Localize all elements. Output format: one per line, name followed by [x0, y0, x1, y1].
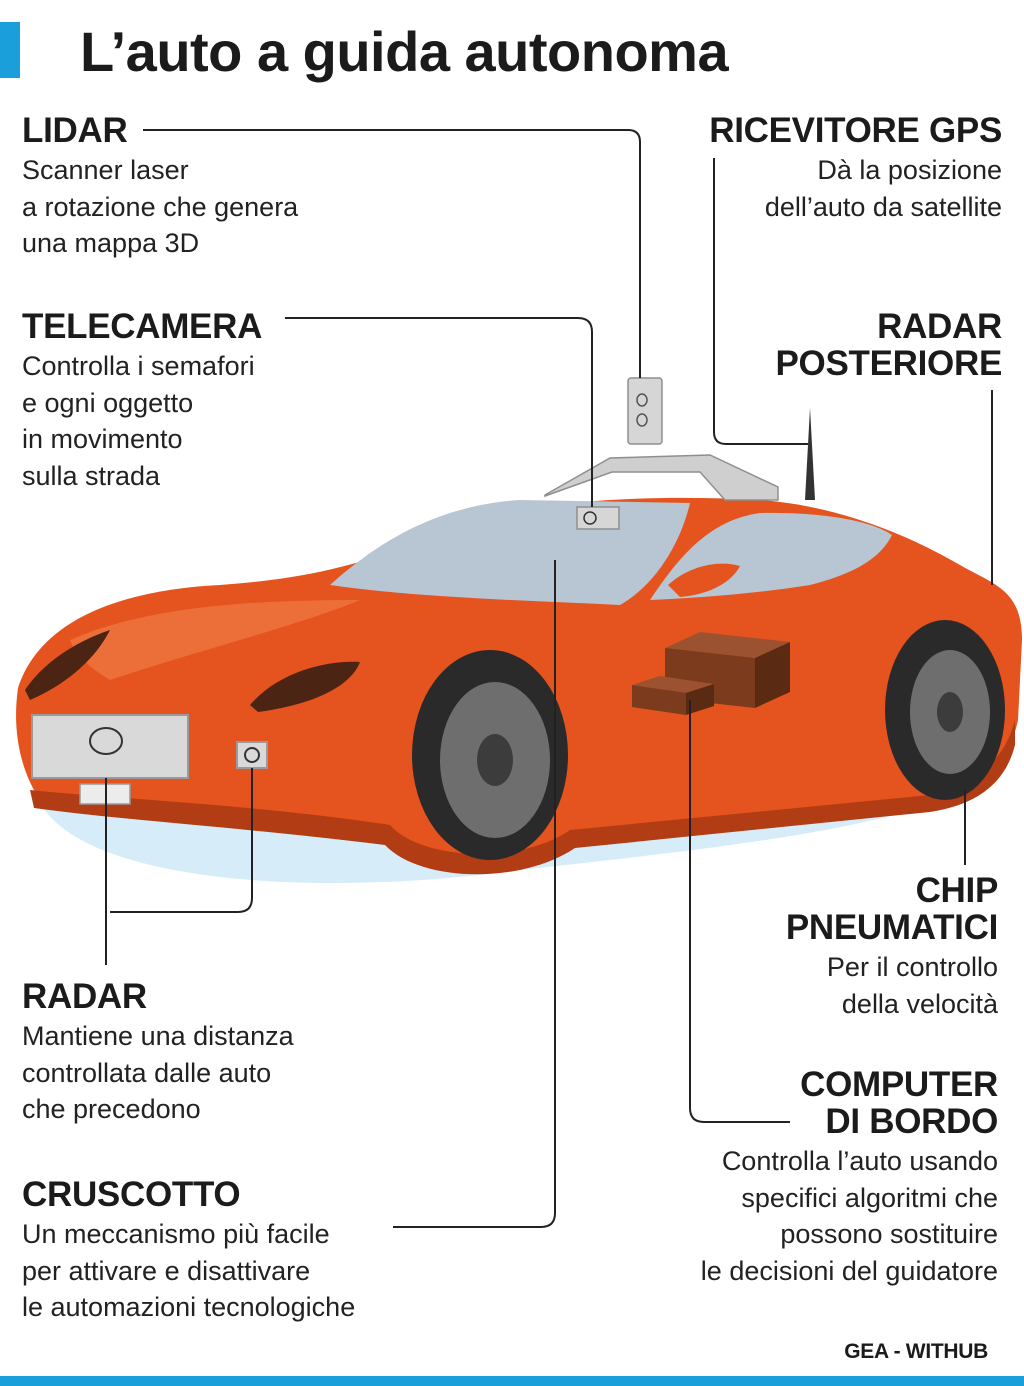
telecamera-desc-line: in movimento [22, 424, 183, 454]
radar-posteriore-heading: RADAR [877, 307, 1002, 346]
telecamera-heading: TELECAMERA [22, 307, 263, 346]
radar-desc-line: che precedono [22, 1094, 201, 1124]
computer-box-small-front [632, 685, 686, 715]
computer-box-small-side [686, 684, 714, 715]
cruscotto-desc-line: le automazioni tecnologiche [22, 1292, 356, 1322]
chip-desc-line: della velocità [841, 988, 998, 1019]
computer-desc-line: Controlla l’auto usando [721, 1146, 998, 1176]
lidar-desc-line: una mappa 3D [22, 228, 200, 258]
lidar-desc-line: Scanner laser [22, 155, 189, 185]
lidar-lens-1 [636, 393, 648, 407]
leader-lidar [143, 129, 641, 378]
telecamera-desc-line: sulla strada [22, 460, 161, 491]
headlight [250, 661, 360, 712]
cruscotto-heading: CRUSCOTTO [22, 1175, 241, 1214]
front-radar-sensor [89, 727, 123, 755]
lidar-lens-2 [636, 413, 648, 427]
side-radar-box [236, 741, 268, 769]
chip-heading: PNEUMATICI [785, 908, 998, 947]
label-computer-di-bordo: COMPUTER DI BORDO Controlla l’auto usand… [700, 1065, 999, 1289]
leader-cruscotto [393, 560, 556, 1228]
credit-text: GEA - WITHUB [844, 1340, 988, 1363]
leader-computer [689, 700, 790, 1123]
label-cruscotto: CRUSCOTTO Un meccanismo più facile per a… [22, 1176, 355, 1326]
radar-heading: RADAR [22, 977, 147, 1016]
telecamera-desc-line: Controlla i semafori [22, 351, 255, 381]
chip-desc-line: Per il controllo [826, 952, 998, 982]
telecamera-desc-line: e ogni oggetto [22, 387, 194, 418]
hood-highlight [70, 600, 360, 680]
computer-heading: COMPUTER [800, 1065, 998, 1104]
computer-desc-line: specifici algoritmi che [741, 1182, 998, 1213]
roof-rack [544, 454, 779, 501]
computer-box-small-top [632, 676, 714, 693]
lidar-desc-line: a rotazione che genera [22, 191, 299, 222]
label-gps: RICEVITORE GPS Dà la posizione dell’auto… [709, 112, 1002, 225]
leader-gps [713, 158, 808, 445]
gps-desc-line: dell’auto da satellite [764, 191, 1002, 222]
gps-desc-line: Dà la posizione [817, 155, 1002, 185]
page-title: L’auto a guida autonoma [80, 20, 729, 83]
lidar-unit [627, 377, 663, 445]
camera-lens [583, 511, 597, 525]
windshield [330, 500, 690, 605]
label-radar-posteriore: RADAR POSTERIORE [775, 307, 1003, 383]
cruscotto-desc-line: Un meccanismo più facile [22, 1219, 330, 1249]
computer-desc-line: possono sostituire [780, 1219, 998, 1249]
label-lidar: LIDAR Scanner laser a rotazione che gene… [22, 112, 298, 262]
computer-heading: DI BORDO [825, 1102, 998, 1141]
computer-desc-line: le decisioni del guidatore [700, 1255, 998, 1286]
front-wheel-hub [477, 734, 513, 786]
rear-wheel-hub [937, 692, 963, 732]
cruscotto-desc-line: per attivare e disattivare [22, 1255, 311, 1286]
label-telecamera: TELECAMERA Controlla i semafori e ogni o… [22, 308, 262, 494]
leader-telecamera [285, 317, 593, 507]
label-chip-pneumatici: CHIP PNEUMATICI Per il controllo della v… [786, 872, 998, 1022]
side-mirror [668, 563, 740, 597]
computer-box-top [665, 632, 790, 658]
radar-posteriore-heading: POSTERIORE [775, 344, 1003, 383]
leader-radar-side [110, 768, 253, 913]
label-radar: RADAR Mantiene una distanza controllata … [22, 978, 294, 1128]
radar-desc-line: controllata dalle auto [22, 1057, 272, 1088]
left-headlight [25, 630, 110, 700]
bottom-accent-bar [0, 1376, 1024, 1386]
radar-desc-line: Mantiene una distanza [22, 1021, 294, 1051]
gps-heading: RICEVITORE GPS [709, 111, 1002, 150]
computer-box-side [755, 642, 790, 708]
front-radar-plate [31, 714, 189, 779]
chip-heading: CHIP [915, 871, 999, 910]
title-accent-bar [0, 22, 20, 78]
gps-antenna [805, 408, 815, 500]
lidar-heading: LIDAR [22, 111, 128, 150]
side-radar-lens [244, 747, 260, 763]
